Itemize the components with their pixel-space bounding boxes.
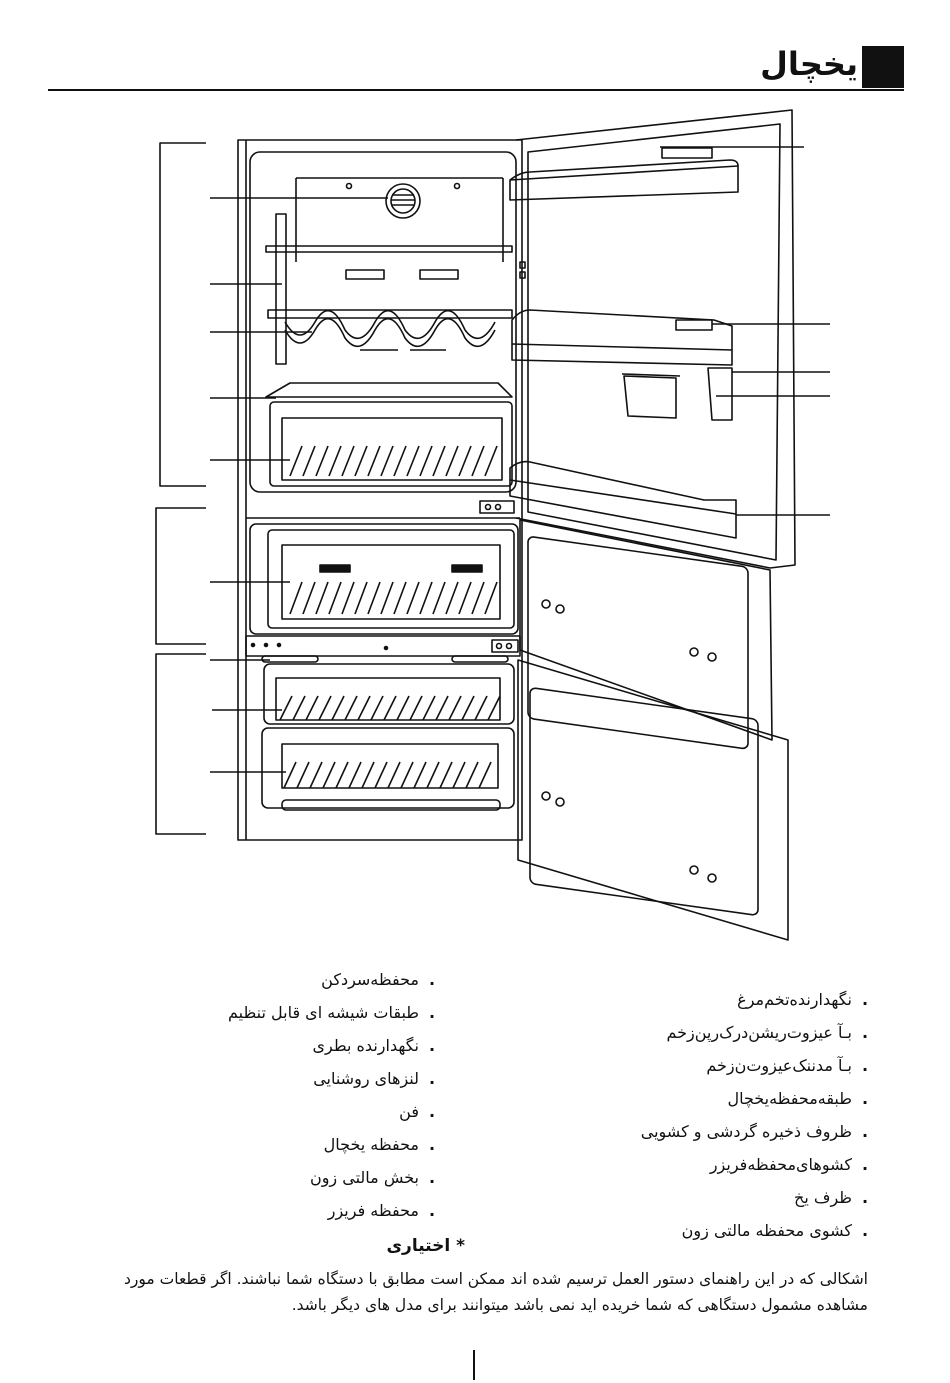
fridge-diagram (155, 109, 830, 941)
legend-bullet: . (861, 1155, 869, 1174)
legend-label: بخش مالتی زون (309, 1168, 419, 1187)
legend-bullet: . (861, 1122, 869, 1141)
legend-label: فن (399, 1102, 419, 1121)
legend-label: ظرف یخ (793, 1188, 852, 1207)
legend-bullet: . (428, 1102, 436, 1121)
door-bin-bottom (509, 460, 737, 539)
fridge-compartment (249, 151, 517, 493)
legend-item: . محفظه فریزر (228, 1194, 445, 1227)
legend-bullet: . (428, 1168, 436, 1187)
legend-item: . بـآ مدننک‌عیزوت‌ن‌زخم (641, 1049, 878, 1082)
legend-item: . بخش مالتی زون (228, 1161, 445, 1194)
legend-item: . محفظه یخچال (228, 1128, 445, 1161)
legend-label: بـآ عیزوت‌ریشن‌درک‌رپن‌زخم (666, 1023, 852, 1042)
fridge-door (515, 109, 796, 569)
legend-bullet: . (428, 1036, 436, 1055)
legend-label: ظروف ذخیره گردشی و کشویی (640, 1122, 852, 1141)
door-bin-middle (511, 309, 733, 366)
legend-label: نگهدارنده بطری (312, 1036, 419, 1055)
water-dispenser (623, 375, 677, 419)
crisper-hatch (289, 445, 498, 477)
freezer-drawer-2 (261, 727, 515, 809)
legend-bullet: . (428, 1135, 436, 1154)
header-rule (48, 89, 904, 91)
crisper-drawer (269, 401, 513, 487)
legend-label: طبقه‌محفظه‌یخچال (727, 1089, 852, 1108)
legend-item: . نگهدارنده بطری (228, 1029, 445, 1062)
legend-item: . ظرف یخ (641, 1181, 878, 1214)
bottle-holder-wave (284, 310, 496, 340)
optional-note: * اختیاری (386, 1236, 465, 1256)
legend-item: . کشوی محفظه مالتی زون (641, 1214, 878, 1247)
legend-item: . فن (228, 1095, 445, 1128)
legend-item: . لنزهای روشنایی (228, 1062, 445, 1095)
footnote: اشکالی که در این راهنمای دستور العمل ترس… (124, 1270, 868, 1314)
legend-bullet: . (428, 1003, 436, 1022)
legend-label: کشوی محفظه مالتی زون (681, 1221, 852, 1240)
legend-item: . محفظه‌سردکن (228, 963, 445, 996)
bracket-fridge (159, 142, 206, 487)
page-title: یخچال (760, 45, 858, 83)
legend-item: . طبقات شیشه ای قابل تنظیم (228, 996, 445, 1029)
legend-bullet: . (861, 1056, 869, 1075)
multizone-hatch (289, 581, 498, 615)
legend-label: بـآ مدننک‌عیزوت‌ن‌زخم (706, 1056, 852, 1075)
legend-item: . نگهدارنده‌تخم‌مرغ (641, 983, 878, 1016)
fan-circle (385, 183, 421, 219)
legend-bullet: . (861, 1188, 869, 1207)
legend-label: محفظه فریزر (327, 1201, 419, 1220)
legend-item: . کشوهای‌محفظه‌فریزر (641, 1148, 878, 1181)
legend-bullet: . (861, 1023, 869, 1042)
legend-item: . ظروف ذخیره گردشی و کشویی (641, 1115, 878, 1148)
legend-label: طبقات شیشه ای قابل تنظیم (228, 1003, 419, 1022)
bracket-freezer (155, 653, 206, 835)
legend-bullet: . (861, 1221, 869, 1240)
legend-bullet: . (428, 970, 436, 989)
legend-bullet: . (428, 1201, 436, 1220)
legend-left: . محفظه‌سردکن . طبقات شیشه ای قابل تنظیم .… (228, 963, 445, 1227)
legend-label: محفظه‌سردکن (321, 970, 419, 989)
legend-bullet: . (861, 990, 869, 1009)
multizone-door (519, 519, 773, 741)
legend-label: محفظه یخچال (323, 1135, 419, 1154)
cabinet-outer (237, 139, 523, 841)
legend-right: . نگهدارنده‌تخم‌مرغ . بـآ عیزوت‌ریشن‌درک‌ر… (641, 983, 878, 1247)
page-mark (473, 1350, 475, 1380)
bracket-multizone (155, 507, 206, 645)
header-black-block (862, 46, 904, 88)
multizone-compartment (249, 523, 519, 635)
legend-label: کشوهای‌محفظه‌فریزر (709, 1155, 852, 1174)
legend-bullet: . (428, 1069, 436, 1088)
legend-item: . بـآ عیزوت‌ریشن‌درک‌رپن‌زخم (641, 1016, 878, 1049)
freezer-drawer-1 (263, 663, 515, 725)
legend-label: لنزهای روشنایی (313, 1069, 419, 1088)
legend-bullet: . (861, 1089, 869, 1108)
freezer-door (517, 659, 789, 941)
door-bin-top (509, 165, 739, 201)
egg-holder (675, 319, 713, 331)
legend-label: نگهدارنده‌تخم‌مرغ (737, 990, 852, 1009)
legend-item: . طبقه‌محفظه‌یخچال (641, 1082, 878, 1115)
